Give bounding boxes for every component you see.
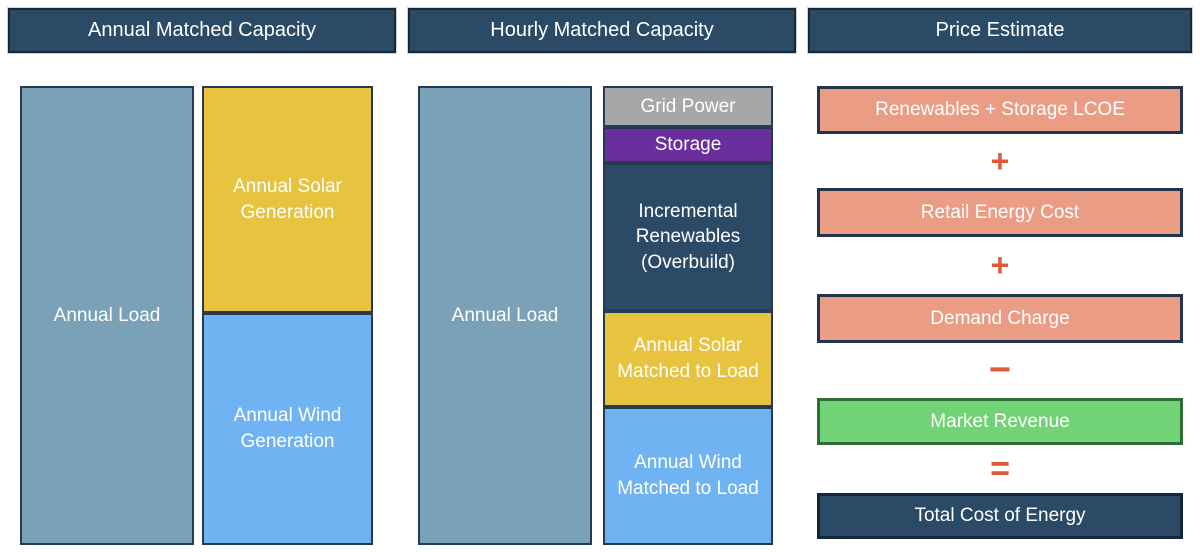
annual-load-bar: Annual Load	[20, 86, 194, 545]
panel-title-hourly-matched-capacity: Hourly Matched Capacity	[408, 8, 796, 53]
retail-energy-cost-box: Retail Energy Cost	[817, 188, 1183, 237]
market-revenue-box: Market Revenue	[817, 398, 1183, 445]
hourly-matched-stack: Grid Power Storage Incremental Renewable…	[603, 86, 773, 545]
grid-power-segment: Grid Power	[603, 86, 773, 127]
minus-operator-icon: −	[988, 349, 1012, 391]
panel-title-price-estimate: Price Estimate	[808, 8, 1192, 53]
hourly-annual-load-bar: Annual Load	[418, 86, 592, 545]
storage-segment: Storage	[603, 127, 773, 163]
annual-wind-matched-segment: Annual Wind Matched to Load	[603, 407, 773, 545]
renewables-storage-lcoe-box: Renewables + Storage LCOE	[817, 86, 1183, 134]
annual-wind-generation-segment: Annual Wind Generation	[202, 313, 373, 545]
plus-operator-icon: +	[990, 142, 1010, 179]
plus-operator-icon: +	[990, 247, 1010, 283]
total-cost-of-energy-box: Total Cost of Energy	[817, 493, 1183, 539]
annual-solar-generation-segment: Annual Solar Generation	[202, 86, 373, 313]
annual-solar-matched-segment: Annual Solar Matched to Load	[603, 311, 773, 407]
annual-generation-stack: Annual Solar Generation Annual Wind Gene…	[202, 86, 373, 545]
panel-title-annual-matched-capacity: Annual Matched Capacity	[8, 8, 396, 53]
incremental-renewables-segment: Incremental Renewables (Overbuild)	[603, 163, 773, 311]
demand-charge-box: Demand Charge	[817, 294, 1183, 343]
equals-operator-icon: =	[990, 449, 1010, 488]
